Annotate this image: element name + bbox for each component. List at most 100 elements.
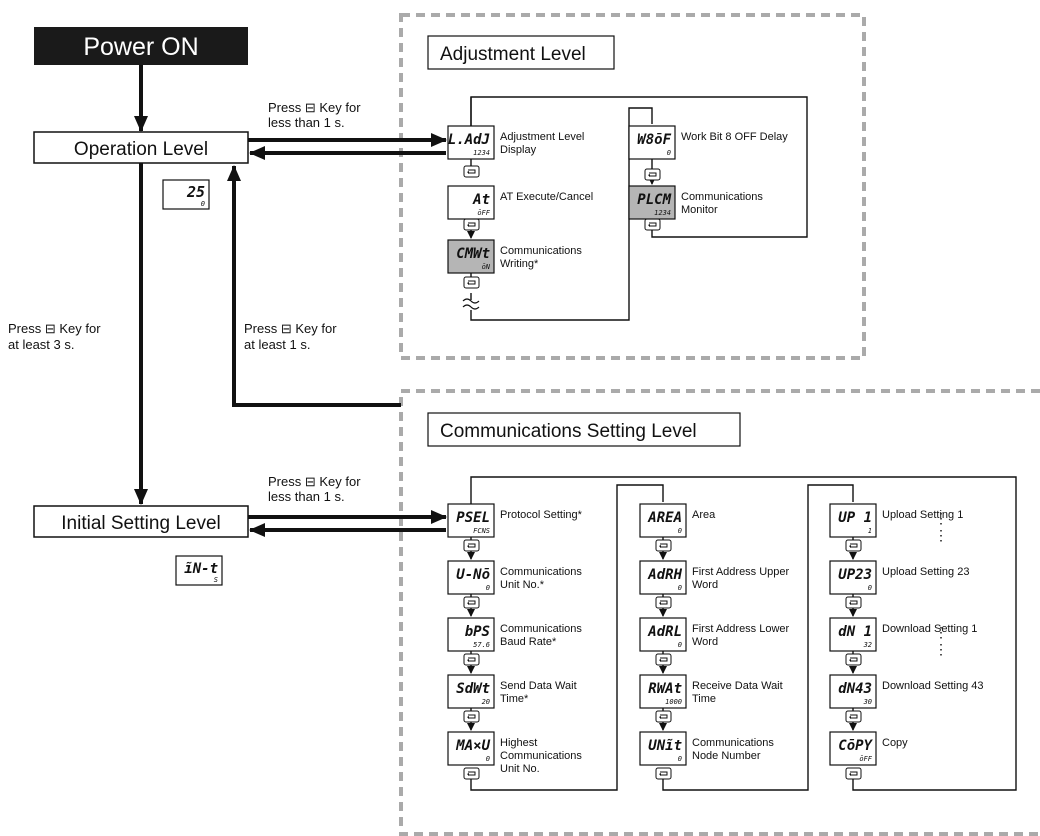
comm-param-9-label: Receive Data Wait: [692, 680, 783, 692]
comm-param-5-display: [447, 731, 495, 766]
adj-param-1-display: [447, 125, 495, 160]
comm-param-15-value: ōFF: [859, 755, 872, 763]
comm-param-7-display: [639, 560, 687, 595]
comm-param-13-code: dN 1: [838, 624, 872, 640]
comm-param-8-display: [639, 617, 687, 652]
adj-param-2-code: At: [472, 192, 490, 208]
comm-param-9-label: Time: [692, 693, 716, 705]
comm-param-10-display: [639, 731, 687, 766]
adjustment-level-title-box: [427, 35, 615, 70]
comm-param-3-code: bPS: [465, 624, 490, 640]
adj-param-3-label: Writing*: [500, 258, 539, 270]
comm-param-13[interactable]: dN 132 Download Setting 1: [829, 617, 977, 652]
initial-display-sub: S: [214, 576, 218, 584]
comm-param-12-value: 0: [868, 584, 872, 592]
comm-param-11-code: UP 1: [838, 510, 872, 526]
comm-param-7-code: AdRH: [647, 567, 682, 583]
key-icon: [655, 596, 672, 609]
comm-param-1-label: Protocol Setting*: [500, 509, 583, 521]
adjustment-level-title: Adjustment Level: [440, 44, 586, 65]
op-to-adj-line2: less than 1 s.: [268, 115, 345, 130]
comm-param-4-code: SdWt: [456, 681, 490, 697]
init-to-comm-line1: Press ⊟ Key for: [268, 474, 361, 489]
key-icon: [655, 539, 672, 552]
adj-param-1-label: Display: [500, 144, 537, 156]
comm-param-4-display: [447, 674, 495, 709]
comm-param-2-display: [447, 560, 495, 595]
comm-param-13-display: [829, 617, 877, 652]
comm-param-12-display: [829, 560, 877, 595]
comm-param-11-value: 1: [868, 527, 872, 535]
comm-param-14-label: Download Setting 43: [882, 680, 984, 692]
to-op-line1: Press ⊟ Key for: [244, 321, 337, 336]
operation-level-box[interactable]: [33, 131, 249, 164]
comm-param-1-value: FCNS: [473, 527, 490, 535]
initial-setting-level-label: Initial Setting Level: [61, 513, 221, 534]
comm-param-14-code: dN43: [838, 681, 872, 697]
comm-param-13-label: Download Setting 1: [882, 623, 977, 635]
comm-param-5-label: Unit No.: [500, 763, 540, 775]
adj-param-5-label: Communications: [681, 191, 763, 203]
comm-param-15-code: CōPY: [838, 738, 873, 754]
op-to-init-line1: Press ⊟ Key for: [8, 321, 101, 336]
initial-display-main: ĩN-t: [184, 561, 218, 577]
init-to-comm-line2: less than 1 s.: [268, 489, 345, 504]
key-icon: [463, 767, 480, 780]
comm-param-2-code: U-Nō: [456, 567, 490, 583]
comm-param-12-label: Upload Setting 23: [882, 566, 969, 578]
adj-param-1-label: Adjustment Level: [500, 131, 584, 143]
key-icon: [463, 539, 480, 552]
comm-param-5-value: 0: [486, 755, 490, 763]
adj-param-2-value: ōFF: [477, 209, 490, 217]
comm-param-4-value: 20: [482, 698, 490, 706]
key-icon: [845, 767, 862, 780]
comm-param-2-label: Unit No.*: [500, 579, 545, 591]
comm-param-6-label: Area: [692, 509, 716, 521]
comm-param-14-value: 30: [863, 698, 872, 706]
key-icon: [463, 710, 480, 723]
comm-param-15-label: Copy: [882, 737, 908, 749]
comm-param-13-value: 32: [863, 641, 872, 649]
comm-param-3-display: [447, 617, 495, 652]
comm-param-1-display: [447, 503, 495, 538]
initial-setting-level-box[interactable]: [33, 505, 249, 538]
to-op-line2: at least 1 s.: [244, 337, 310, 352]
comm-param-6-code: AREA: [647, 510, 682, 526]
key-icon: [463, 276, 480, 289]
comm-param-6-value: 0: [678, 527, 682, 535]
ellipsis-dots-2b: ⋮: [934, 641, 948, 657]
adj-param-3-code: CMWt: [456, 246, 490, 262]
initial-display: ĩN-t S: [175, 555, 223, 586]
adj-param-3-label: Communications: [500, 245, 582, 257]
comm-param-9-value: 1000: [665, 698, 682, 706]
comm-param-4-label: Time*: [500, 693, 529, 705]
adj-param-4-code: W8ōF: [637, 132, 671, 148]
key-icon: [845, 710, 862, 723]
key-icon: [845, 653, 862, 666]
comm-param-3-value: 57.6: [473, 641, 490, 649]
col1-to-col2-line: [470, 484, 664, 791]
adj-param-1-code: L.AdJ: [448, 132, 490, 148]
operation-display: 25 0: [162, 179, 210, 210]
